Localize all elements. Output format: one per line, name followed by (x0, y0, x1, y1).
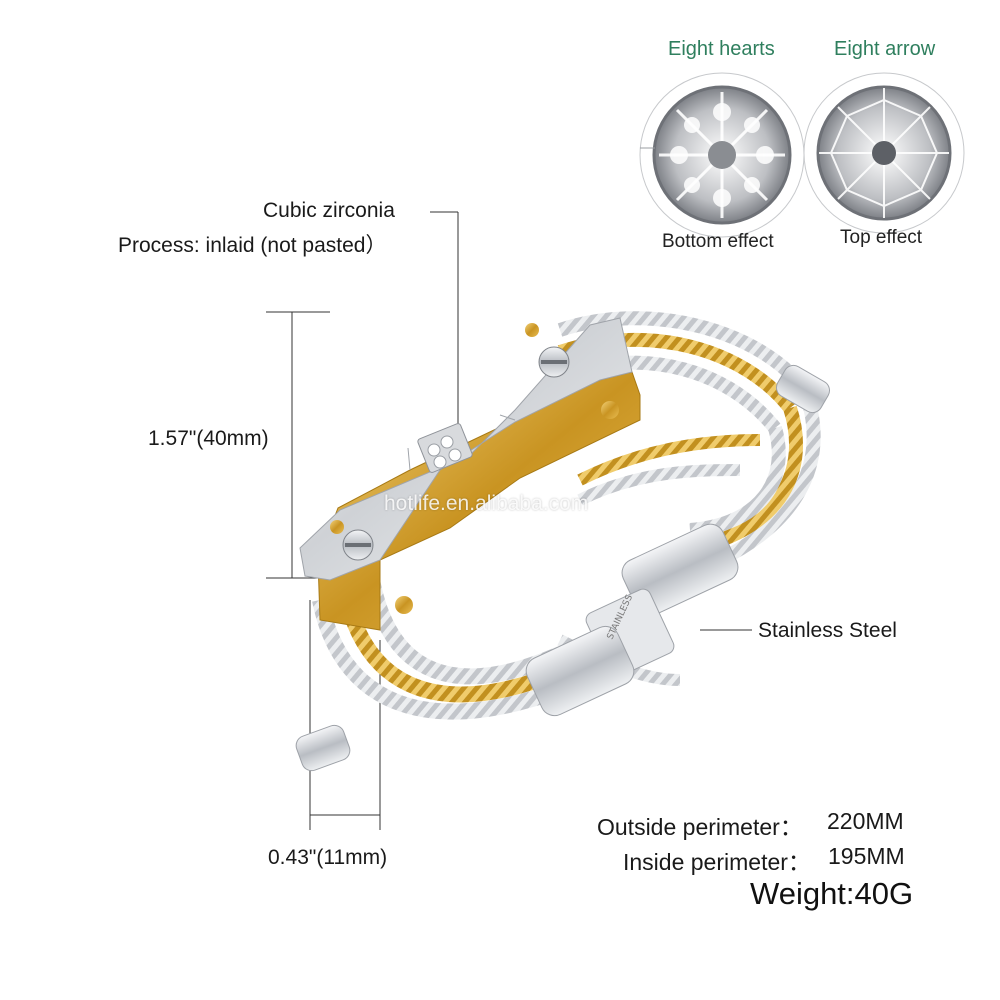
screw-icon (538, 346, 570, 378)
gem-right-caption: Top effect (840, 227, 923, 248)
outside-perimeter-label: Outside perimeter： (597, 814, 803, 840)
id-plate (299, 317, 641, 631)
cubic-zirconia-stones (417, 423, 473, 473)
material-callout: Stainless Steel (758, 619, 897, 642)
stone-callout-title: Cubic zirconia (263, 199, 395, 222)
screw-icon (342, 529, 374, 561)
eight-arrows-diamond-icon (803, 72, 965, 234)
outside-perimeter-value: 220MM (827, 808, 904, 834)
stone-callout-process: Process: inlaid (not pasted） (118, 234, 387, 257)
clasp: STAINLESS (525, 523, 739, 717)
inside-perimeter-value: 195MM (828, 843, 905, 869)
weight-spec: Weight:40G (750, 876, 914, 911)
callout-lines (266, 211, 752, 830)
watermark: hotlife.en.alibaba.com (384, 492, 589, 515)
height-dimension: 1.57"(40mm) (148, 427, 269, 450)
eight-hearts-diamond-icon (639, 72, 805, 238)
inside-perimeter-label: Inside perimeter： (623, 849, 811, 875)
bracelet: STAINLESS (295, 311, 830, 772)
gem-right-title: Eight arrow (834, 38, 936, 60)
gem-left-caption: Bottom effect (662, 231, 774, 252)
width-dimension: 0.43"(11mm) (268, 846, 388, 869)
gem-left-title: Eight hearts (668, 38, 775, 60)
